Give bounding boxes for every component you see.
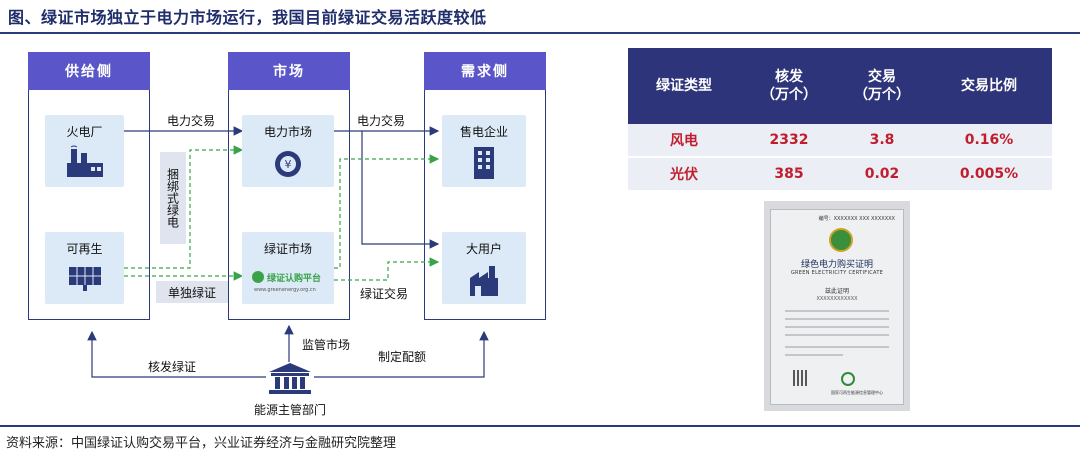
power-market-label: 电力市场 <box>263 125 312 139</box>
table-row: 光伏 385 0.02 0.005% <box>628 157 1052 192</box>
solar-panel-icon <box>69 267 101 291</box>
renewable-label: 可再生 <box>66 242 103 256</box>
certificate-holder: XXXXXXXXXXXX <box>816 296 858 302</box>
row-type: 光伏 <box>628 157 740 192</box>
certificate-text-line <box>785 354 843 356</box>
bundled-green-power-tag: 捆绑式绿电 <box>160 152 186 244</box>
issue-cert-label: 核发绿证 <box>148 360 197 374</box>
row-traded: 3.8 <box>838 124 926 158</box>
row-traded: 0.02 <box>838 157 926 192</box>
node-renewable: 可再生 <box>45 232 124 304</box>
node-large-user: 大用户 <box>442 232 526 304</box>
row-issued: 385 <box>740 157 838 192</box>
certificate-issuer: 国家可再生能源信息管理中心 <box>831 390 883 395</box>
node-retail-company: 售电企业 <box>442 115 526 187</box>
energy-authority-label: 能源主管部门 <box>254 403 327 417</box>
demand-header: 需求侧 <box>424 52 546 90</box>
arrow-power-market-to-large-user <box>361 131 440 249</box>
government-building-icon <box>269 363 311 394</box>
certificate-seal-icon <box>841 372 855 386</box>
bottom-divider <box>0 425 1080 427</box>
retail-company-label: 售电企业 <box>459 125 508 139</box>
power-trade-label-right: 电力交易 <box>357 114 406 128</box>
row-ratio: 0.16% <box>926 124 1052 158</box>
green-cert-platform-logo: 绿证认购平台 <box>252 269 324 285</box>
certificate-text-line <box>785 334 889 336</box>
certificate-number: 编号：XXXXXXX XXX XXXXXXX <box>818 216 895 222</box>
market-header: 市场 <box>228 52 350 90</box>
certificate-paper: 编号：XXXXXXX XXX XXXXXXX 绿色电力购买证明 GREEN EL… <box>770 209 904 405</box>
row-ratio: 0.005% <box>926 157 1052 192</box>
set-quota-label: 制定配额 <box>378 350 427 364</box>
leaf-icon <box>252 271 264 283</box>
thermal-plant-label: 火电厂 <box>66 125 103 139</box>
col-traded: 交易 （万个） <box>838 48 926 124</box>
col-issued: 核发 （万个） <box>740 48 838 124</box>
green-electricity-certificate-image: 编号：XXXXXXX XXX XXXXXXX 绿色电力购买证明 GREEN EL… <box>764 201 910 411</box>
qr-code-icon <box>793 370 809 386</box>
svg-text:¥: ¥ <box>285 158 292 171</box>
large-user-label: 大用户 <box>465 242 502 256</box>
certificate-title-cn: 绿色电力购买证明 <box>800 260 873 270</box>
col-cert-type: 绿证类型 <box>628 48 740 124</box>
cert-trade-label: 绿证交易 <box>360 287 409 301</box>
certificate-hereby: 兹此证明 <box>824 288 849 295</box>
arrow-set-quota <box>314 330 489 378</box>
col-trade-ratio: 交易比例 <box>926 48 1052 124</box>
yen-exchange-icon: ¥ <box>275 151 301 177</box>
certificate-title-en: GREEN ELECTRICITY CERTIFICATE <box>790 270 884 276</box>
node-green-cert-market: 绿证市场 绿证认购平台 www.greenenergy.org.cn <box>242 232 334 304</box>
row-issued: 2332 <box>740 124 838 158</box>
arrow-bundled-green <box>124 145 244 269</box>
arrow-cert-to-large-user <box>334 257 440 281</box>
certificate-text-line <box>785 310 889 312</box>
node-power-market: 电力市场 ¥ <box>242 115 334 187</box>
green-cert-platform-url: www.greenenergy.org.cn <box>254 287 316 293</box>
certificate-text-line <box>785 326 889 328</box>
top-divider <box>0 32 1080 34</box>
certificate-emblem-icon <box>829 228 853 252</box>
supply-header: 供给侧 <box>28 52 150 90</box>
separate-cert-tag: 单独绿证 <box>156 281 228 303</box>
green-cert-stats-table: 绿证类型 核发 （万个） 交易 （万个） 交易比例 风电 2332 3.8 0.… <box>628 48 1052 192</box>
power-trade-label-left: 电力交易 <box>167 114 216 128</box>
power-plant-icon <box>67 145 103 177</box>
node-thermal-plant: 火电厂 <box>45 115 124 187</box>
office-building-icon <box>474 147 494 179</box>
certificate-text-line <box>785 346 889 348</box>
row-type: 风电 <box>628 124 740 158</box>
factory-icon <box>470 266 498 296</box>
table-row: 风电 2332 3.8 0.16% <box>628 124 1052 158</box>
arrow-bundled-to-retail <box>334 154 440 269</box>
supervise-market-label: 监管市场 <box>302 338 351 352</box>
certificate-text-line <box>785 318 889 320</box>
green-cert-market-label: 绿证市场 <box>263 242 312 256</box>
arrow-issue-cert <box>87 330 266 378</box>
figure-title: 图、绿证市场独立于电力市场运行，我国目前绿证交易活跃度较低 <box>8 8 487 27</box>
source-note: 资料来源：中国绿证认购交易平台，兴业证券经济与金融研究院整理 <box>6 436 397 451</box>
